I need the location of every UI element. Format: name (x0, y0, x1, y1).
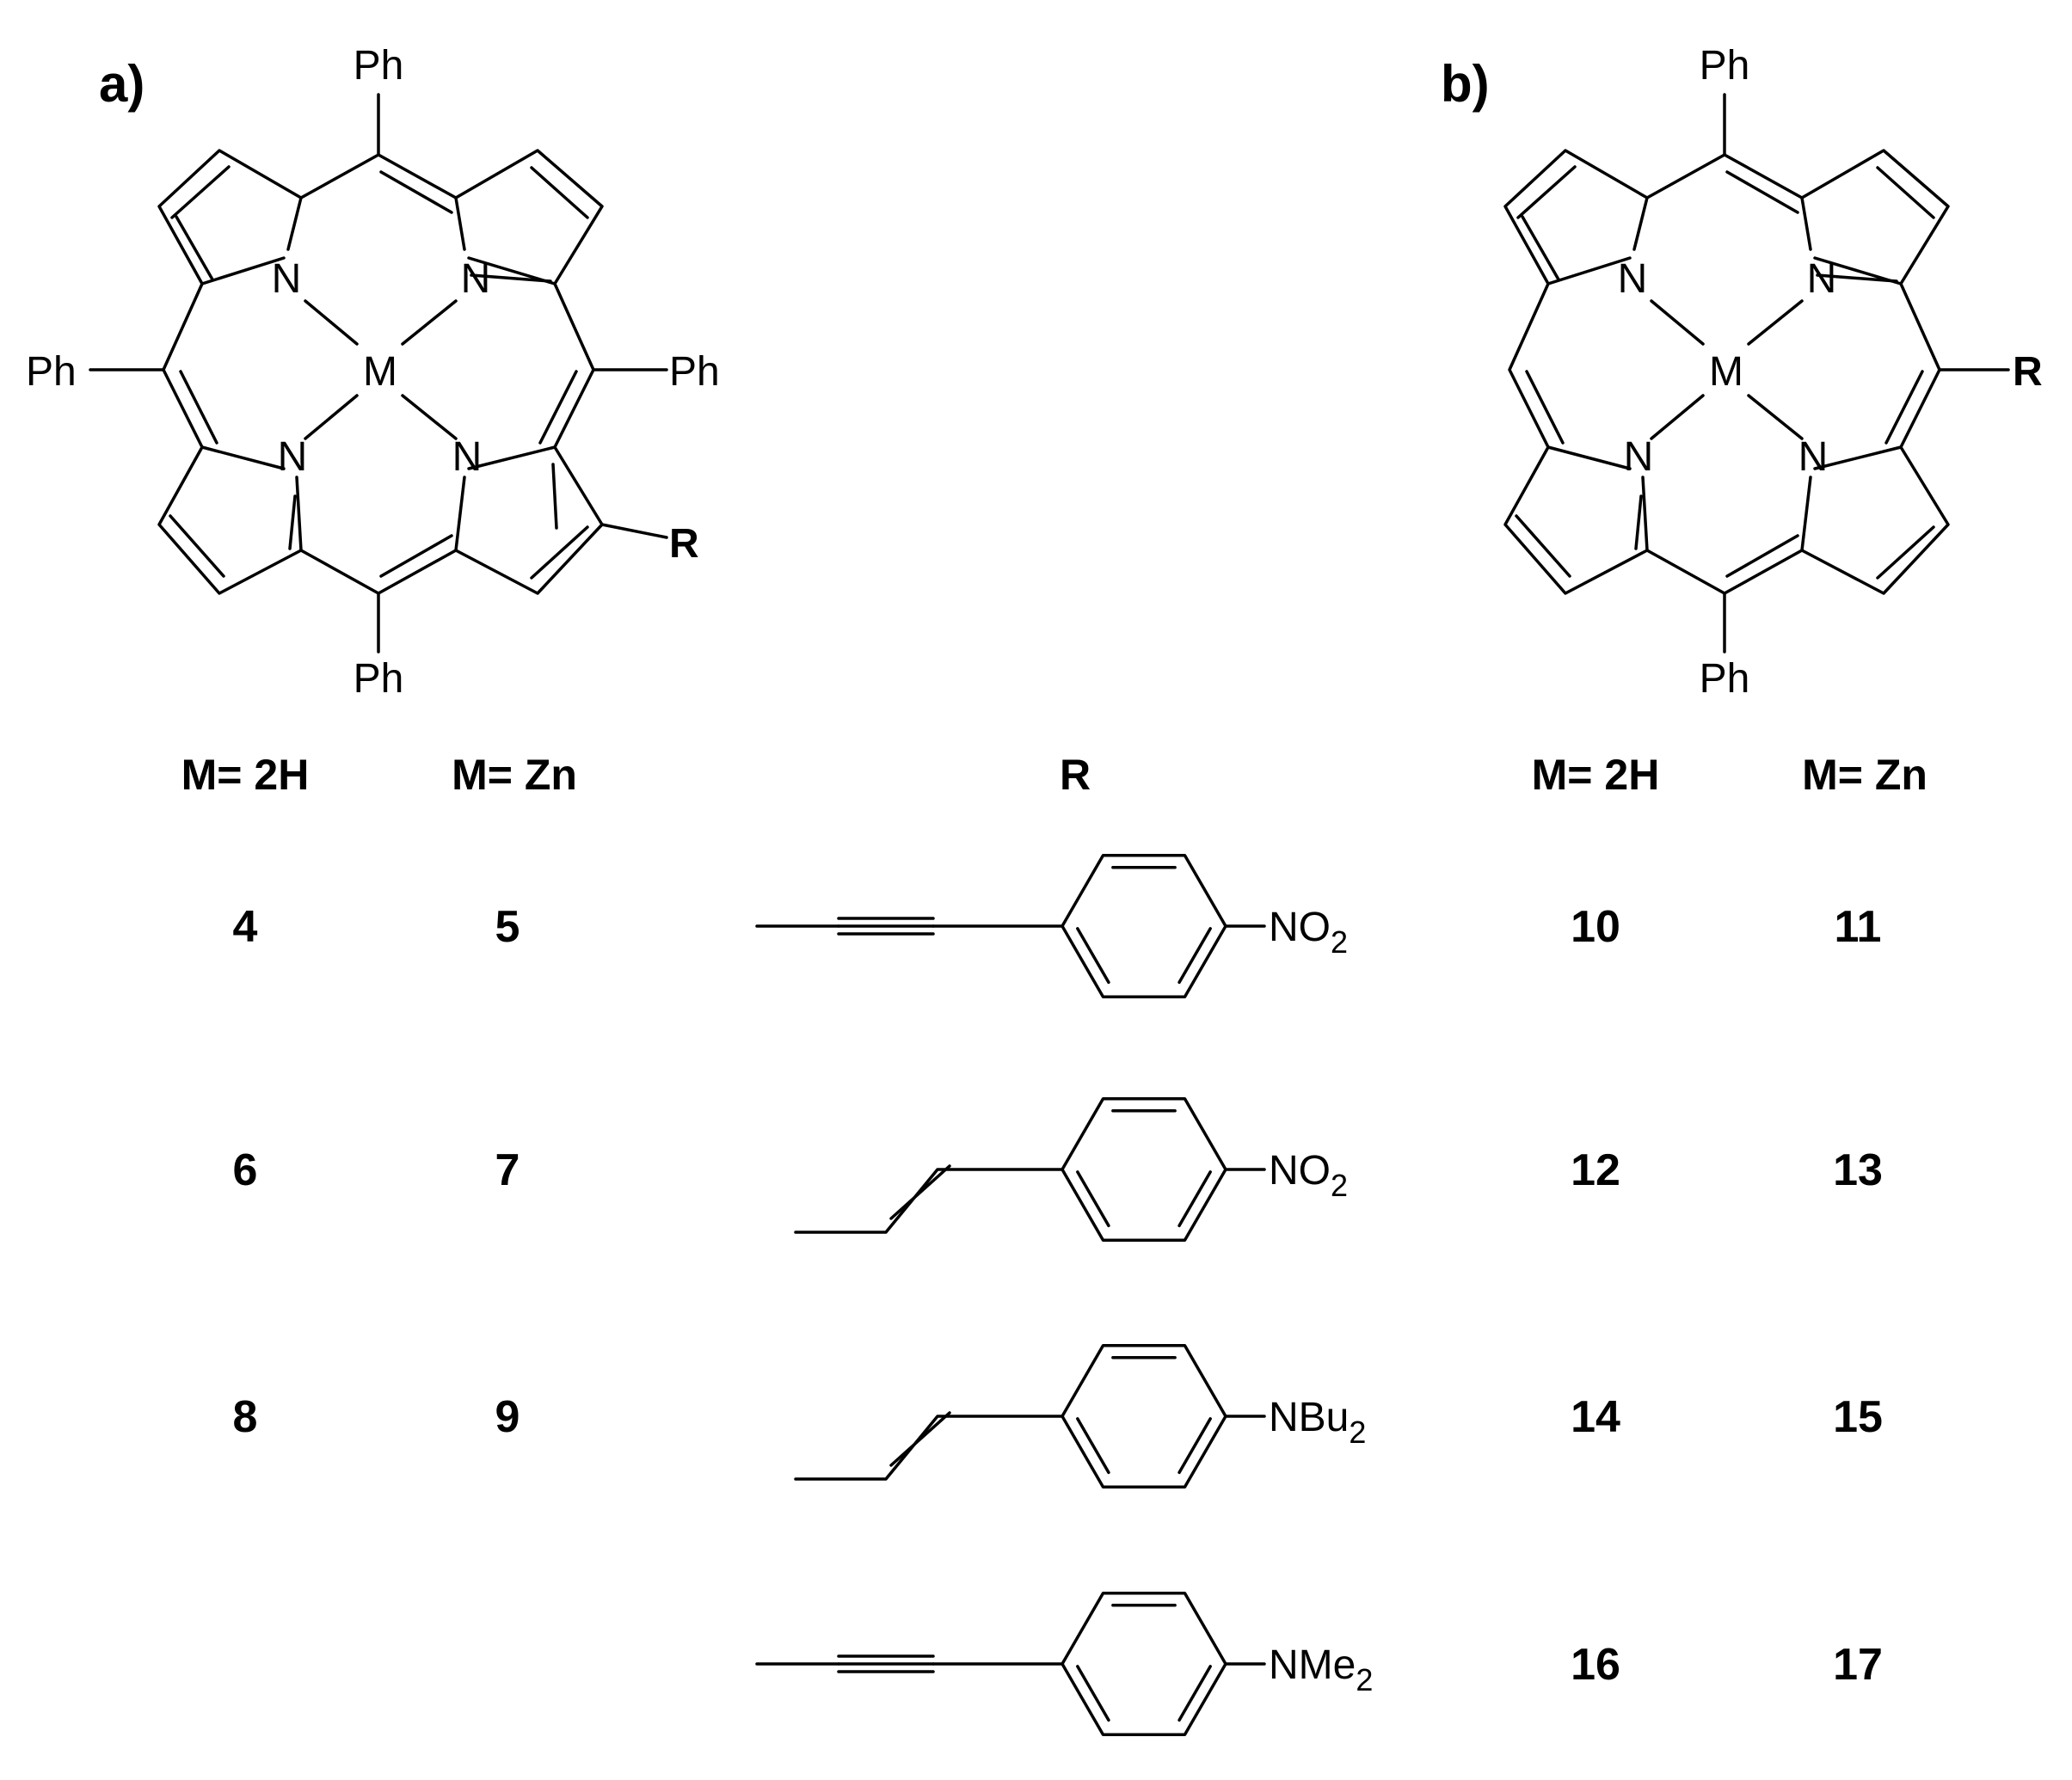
compound-number-b-zn: 15 (1833, 1392, 1883, 1442)
metal-label: M (363, 349, 397, 395)
para-group-label: NMe2 (1269, 1642, 1373, 1697)
substituent-structure: NMe2 (755, 1591, 1373, 1737)
para-group-label: NBu2 (1269, 1395, 1366, 1450)
table-row: 6 7 12 13 NO2 (233, 1096, 1883, 1243)
substituent-structure: NBu2 (794, 1343, 1366, 1489)
compound-number-b-zn: 17 (1833, 1640, 1883, 1690)
panel-b-label: b) (1441, 55, 1490, 113)
porphyrin-a-bonds (89, 93, 668, 654)
nitrogen-label: N (452, 434, 483, 480)
metal-label: M (1709, 349, 1743, 395)
compound-number-a-zn: 5 (495, 902, 520, 952)
porphyrin-b-bonds (1503, 93, 2010, 654)
nitrogen-label: N (1624, 434, 1654, 480)
header-r: R (1060, 751, 1091, 799)
nitrogen-label: N (278, 434, 308, 480)
porphyrin-b-atoms: N N N N M Ph Ph R (1618, 43, 2043, 702)
nitrogen-label: N (461, 256, 491, 302)
header-a-2h: M= 2H (181, 751, 310, 799)
substituent-structure: NO2 (794, 1096, 1348, 1243)
table-row: 8 9 14 15 NBu2 (233, 1343, 1883, 1489)
substituent-structure: NO2 (755, 853, 1348, 999)
compound-number-a-zn: 7 (495, 1145, 520, 1195)
compound-number-b-2h: 10 (1571, 902, 1620, 952)
nitrogen-label: N (1798, 434, 1829, 480)
table-row: 4 5 10 11 NO2 (233, 853, 1882, 999)
panel-a-label: a) (99, 55, 144, 113)
phenyl-label: Ph (669, 349, 720, 395)
compound-number-b-zn: 11 (1835, 902, 1882, 952)
phenyl-label: Ph (354, 656, 404, 702)
porphyrin-a-atoms: N N N N M Ph Ph Ph Ph R (26, 43, 720, 702)
compound-number-b-zn: 13 (1833, 1145, 1883, 1195)
compound-number-a-2h: 6 (233, 1145, 258, 1195)
compound-number-a-zn: 9 (495, 1392, 520, 1442)
header-b-2h: M= 2H (1532, 751, 1660, 799)
nitrogen-label: N (1807, 256, 1837, 302)
para-group-label: NO2 (1269, 1148, 1348, 1203)
compound-number-b-2h: 16 (1571, 1640, 1620, 1690)
r-substituent-label: R (669, 521, 699, 567)
phenyl-label: Ph (26, 349, 77, 395)
phenyl-label: Ph (1700, 43, 1750, 89)
nitrogen-label: N (1618, 256, 1648, 302)
r-substituent-label: R (2013, 349, 2043, 395)
header-a-zn: M= Zn (452, 751, 577, 799)
compound-number-a-2h: 8 (233, 1392, 258, 1442)
para-group-label: NO2 (1269, 905, 1348, 960)
header-b-zn: M= Zn (1802, 751, 1928, 799)
phenyl-label: Ph (1700, 656, 1750, 702)
table-row: 16 17 NMe2 (755, 1591, 1883, 1737)
table-headers: M= 2H M= Zn R M= 2H M= Zn (181, 751, 1928, 799)
phenyl-label: Ph (354, 43, 404, 89)
compound-number-b-2h: 14 (1571, 1392, 1620, 1442)
compound-number-a-2h: 4 (233, 902, 258, 952)
nitrogen-label: N (272, 256, 302, 302)
compound-number-b-2h: 12 (1571, 1145, 1620, 1195)
